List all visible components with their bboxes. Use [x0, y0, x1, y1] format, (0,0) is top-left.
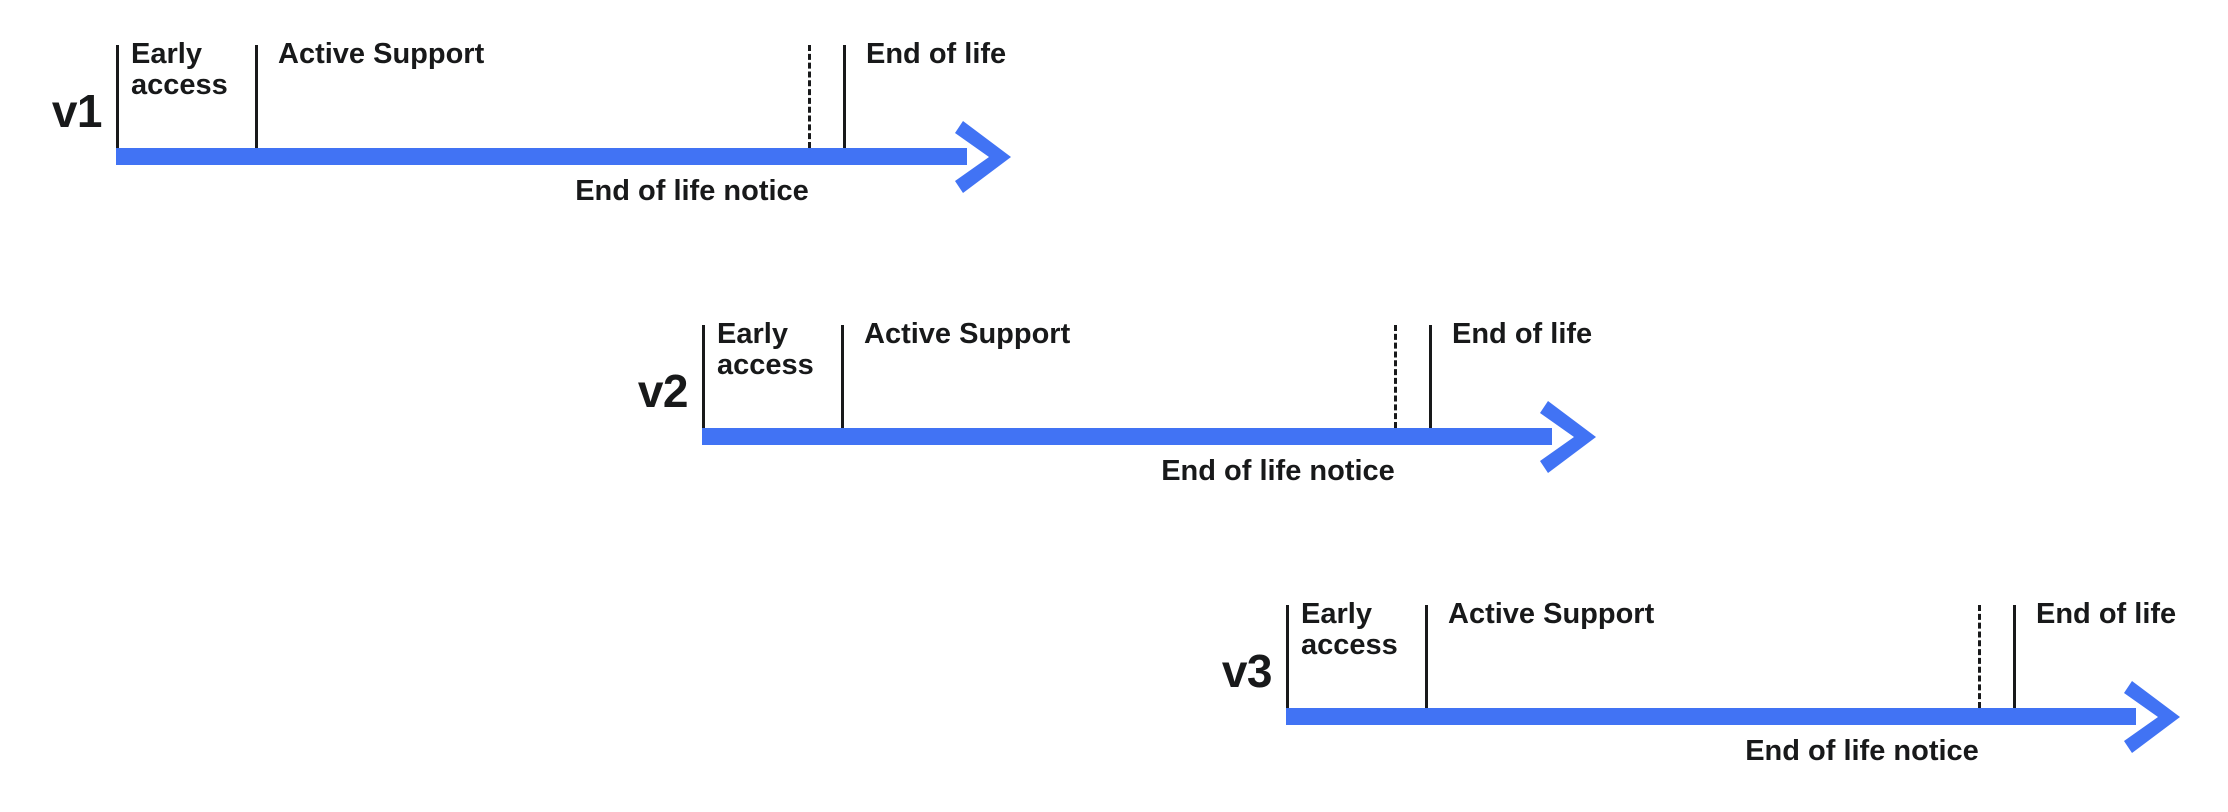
phase-divider-0 — [702, 325, 705, 428]
phase-divider-1 — [841, 325, 844, 428]
timeline-arrow-shaft-v2 — [702, 428, 1552, 445]
phase-divider-3 — [843, 45, 846, 148]
phase-label-end-of-life-v2: End of life — [1452, 318, 1593, 350]
end-of-life-notice-label-v3: End of life notice — [1745, 735, 1979, 767]
end-of-life-notice-label-v1: End of life notice — [575, 175, 809, 207]
phase-divider-dashed-2 — [1394, 325, 1397, 428]
phase-divider-0 — [1286, 605, 1289, 708]
timeline-arrow-head-v2 — [1540, 399, 1598, 475]
phase-label-active-support-v3: Active Support — [1448, 598, 1655, 630]
phase-divider-dashed-2 — [1978, 605, 1981, 708]
phase-label-end-of-life-v1: End of life — [866, 38, 1007, 70]
timeline-arrow-head-v3 — [2124, 679, 2182, 755]
phase-divider-1 — [255, 45, 258, 148]
phase-label-end-of-life-v3: End of life — [2036, 598, 2177, 630]
timeline-arrow-shaft-v3 — [1286, 708, 2136, 725]
phase-divider-3 — [2013, 605, 2016, 708]
phase-divider-dashed-2 — [808, 45, 811, 148]
timeline-arrow-shaft-v1 — [116, 148, 967, 165]
version-label-v2: v2 — [637, 365, 689, 417]
timeline-row-v2: v2 Early access Active Support End of life — [638, 318, 1598, 428]
timeline-arrow-head-v1 — [955, 119, 1013, 195]
version-label-v1: v1 — [51, 85, 103, 137]
phase-label-active-support-v1: Active Support — [278, 38, 485, 70]
timeline-row-v3: v3 Early access Active Support End of life — [1222, 598, 2182, 708]
version-label-v3: v3 — [1221, 645, 1273, 697]
phase-label-early-access-v3: Early access — [1301, 598, 1398, 662]
phase-label-active-support-v2: Active Support — [864, 318, 1071, 350]
phase-label-early-access-v1: Early access — [131, 38, 228, 102]
phase-label-early-access-v2: Early access — [717, 318, 814, 382]
phase-divider-3 — [1429, 325, 1432, 428]
end-of-life-notice-label-v2: End of life notice — [1161, 455, 1395, 487]
phase-divider-0 — [116, 45, 119, 148]
phase-divider-1 — [1425, 605, 1428, 708]
timeline-row-v1: v1 Early access Active Support End of life — [52, 38, 1013, 148]
